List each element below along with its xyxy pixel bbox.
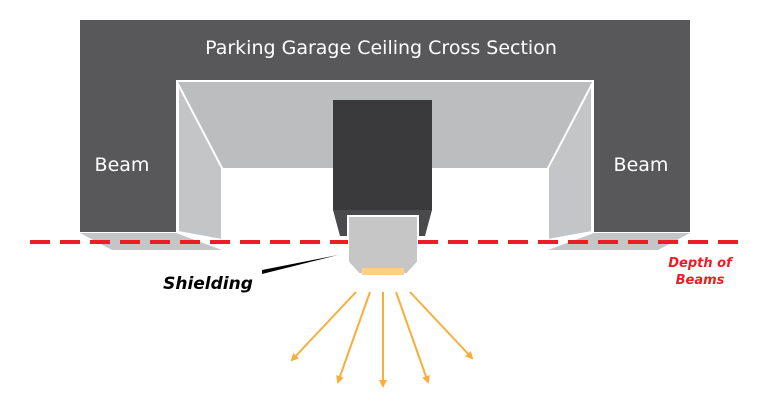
right-beam-bottom — [548, 233, 690, 250]
light-ray — [395, 291, 430, 384]
diagram-title: Parking Garage Ceiling Cross Section — [205, 37, 557, 59]
depth-label-line1: Depth of — [668, 256, 734, 271]
ceiling-structure — [80, 20, 690, 232]
fixture-lens — [362, 268, 404, 275]
beam-label-right: Beam — [614, 154, 669, 176]
light-fixture-housing — [333, 100, 432, 210]
shielding — [347, 215, 419, 275]
shielding-pointer — [262, 255, 338, 274]
depth-label-line2: Beams — [676, 273, 725, 288]
light-ray — [290, 291, 357, 362]
light-ray — [336, 291, 371, 384]
light-rays — [290, 291, 474, 388]
light-ray — [409, 291, 474, 360]
beam-label-left: Beam — [95, 154, 150, 176]
shielding-label: Shielding — [163, 274, 253, 294]
